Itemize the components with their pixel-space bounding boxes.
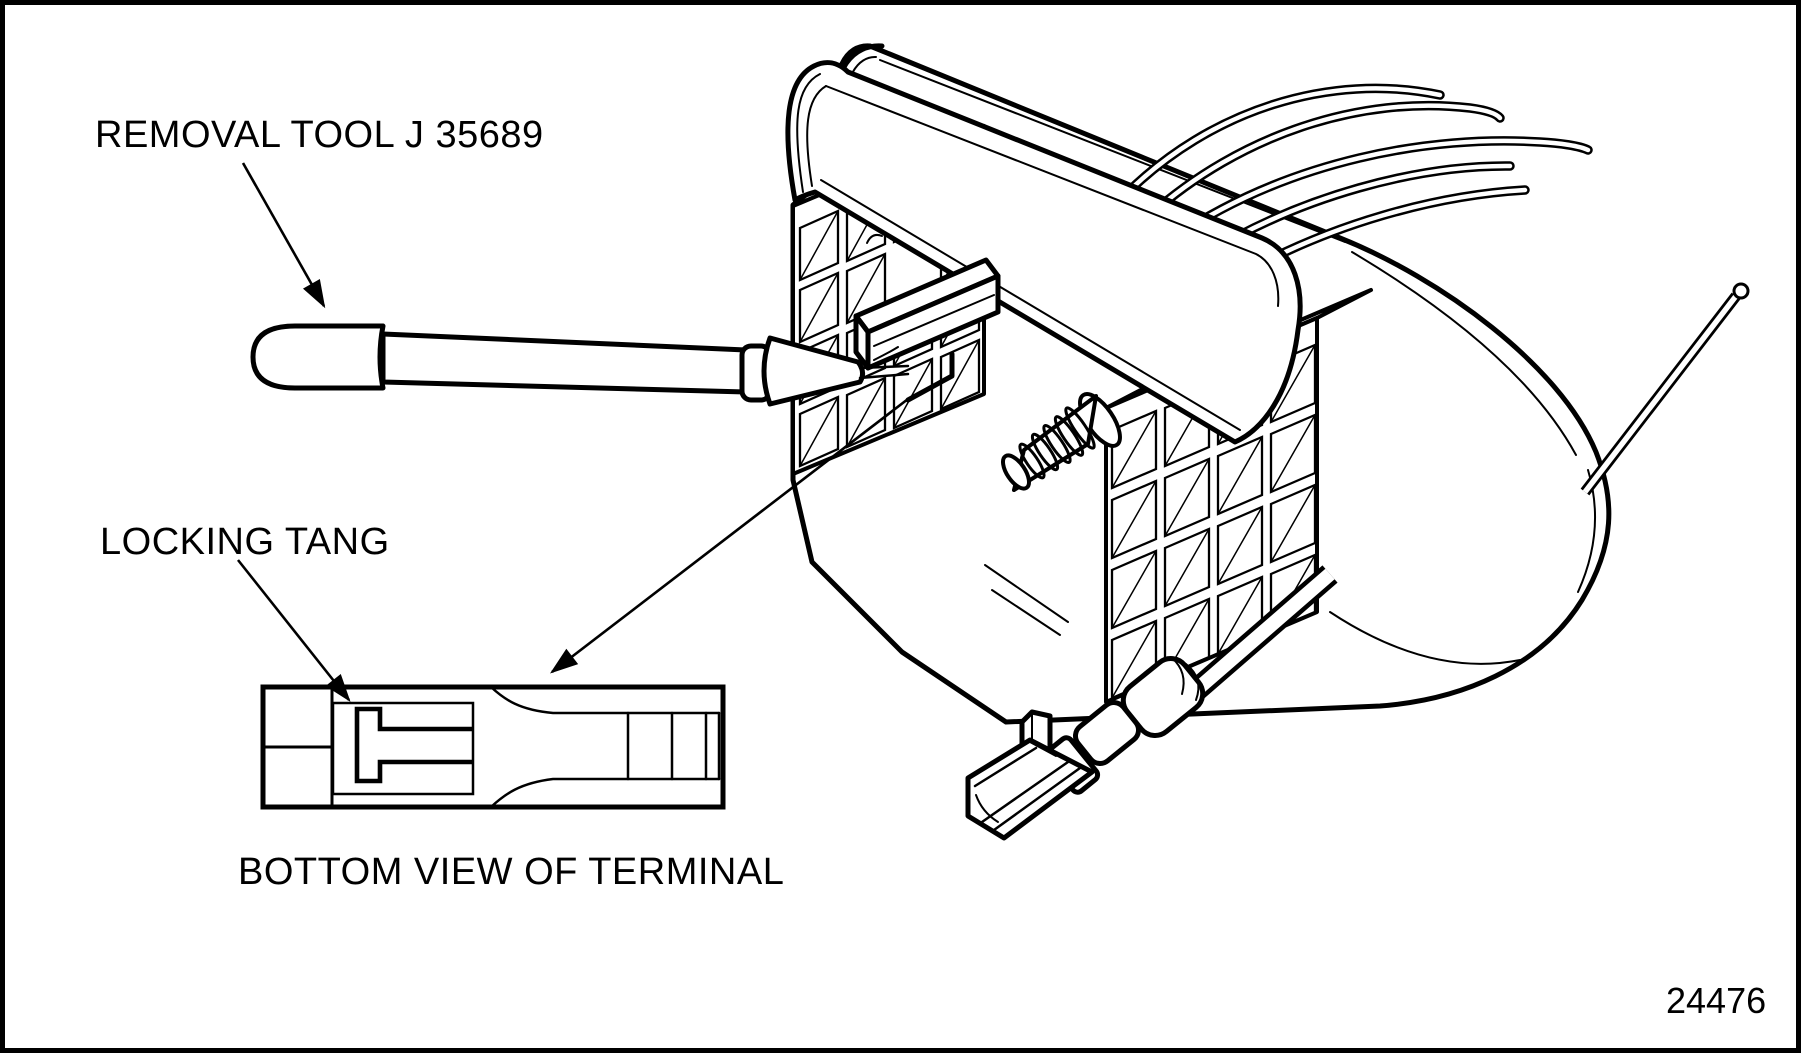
leader-arrow-removal-tool bbox=[241, 162, 326, 309]
cavity-depth-line bbox=[1217, 506, 1263, 585]
terminal-cavity bbox=[1163, 527, 1211, 608]
terminal-cavity bbox=[1216, 435, 1264, 516]
label-locking-tang: LOCKING TANG bbox=[100, 521, 390, 563]
cavity-depth-line bbox=[799, 210, 839, 281]
cavity-depth-line bbox=[1111, 620, 1157, 699]
leader-arrow-terminal-inset bbox=[549, 397, 909, 674]
tool-needle-tip bbox=[858, 364, 910, 380]
terminal-cavity bbox=[1269, 413, 1317, 494]
cavity-depth-line bbox=[1217, 576, 1263, 655]
figure-number: 24476 bbox=[1666, 980, 1766, 1021]
cavity-depth-line bbox=[1164, 528, 1210, 607]
cavity-depth-line bbox=[846, 253, 886, 324]
cavity-depth-line bbox=[1111, 410, 1157, 489]
cavity-depth-line bbox=[1270, 344, 1316, 423]
tool-handle bbox=[250, 323, 386, 391]
connector-illustration bbox=[785, 43, 1750, 725]
label-bottom-view: BOTTOM VIEW OF TERMINAL bbox=[238, 851, 784, 893]
removal-tool-illustration bbox=[250, 323, 910, 407]
cavity-depth-line bbox=[940, 339, 980, 410]
grid-latch-tab bbox=[866, 233, 883, 244]
inset-locking-tang bbox=[354, 706, 474, 784]
terminal-cavity bbox=[1163, 597, 1211, 678]
lead-wire bbox=[1580, 282, 1750, 496]
terminal-cavity bbox=[845, 376, 887, 449]
inset-outline bbox=[260, 684, 726, 810]
cavity-depth-line bbox=[1270, 414, 1316, 493]
label-removal-tool: REMOVAL TOOL J 35689 bbox=[95, 114, 544, 156]
cavity-depth-line bbox=[1111, 550, 1157, 629]
wired-terminal-illustration bbox=[965, 565, 1338, 841]
cavity-depth-line bbox=[1270, 484, 1316, 563]
cavity-depth-line bbox=[799, 396, 839, 467]
cavity-depth-line bbox=[799, 272, 839, 343]
cavity-depth-line bbox=[846, 377, 886, 448]
terminal-cavity bbox=[1269, 483, 1317, 564]
terminal-cavity bbox=[1163, 457, 1211, 538]
terminal-cavity bbox=[798, 209, 840, 282]
terminal-inset bbox=[260, 684, 726, 810]
crimp-wings bbox=[1072, 700, 1142, 766]
inset-terminal-body bbox=[331, 701, 475, 796]
cavity-depth-line bbox=[1111, 480, 1157, 559]
threaded-stud bbox=[1001, 392, 1122, 492]
removed-terminal-block bbox=[853, 257, 1001, 403]
tool-nose bbox=[761, 335, 866, 407]
terminal-cavity bbox=[1110, 409, 1158, 490]
terminal-cavity bbox=[1110, 549, 1158, 630]
terminal-cavity bbox=[939, 338, 981, 411]
cavity-depth-line bbox=[1164, 458, 1210, 537]
cavity-depth-line bbox=[893, 358, 933, 429]
terminal-cavity bbox=[798, 395, 840, 468]
terminal-cavity bbox=[798, 271, 840, 344]
terminal-cavity bbox=[1216, 505, 1264, 586]
leader-arrow-locking-tang bbox=[236, 559, 351, 702]
terminal-cavity bbox=[1110, 479, 1158, 560]
cavity-depth-line bbox=[1217, 436, 1263, 515]
connector-strap bbox=[785, 60, 1303, 445]
lead-wire-tip bbox=[1732, 282, 1750, 300]
